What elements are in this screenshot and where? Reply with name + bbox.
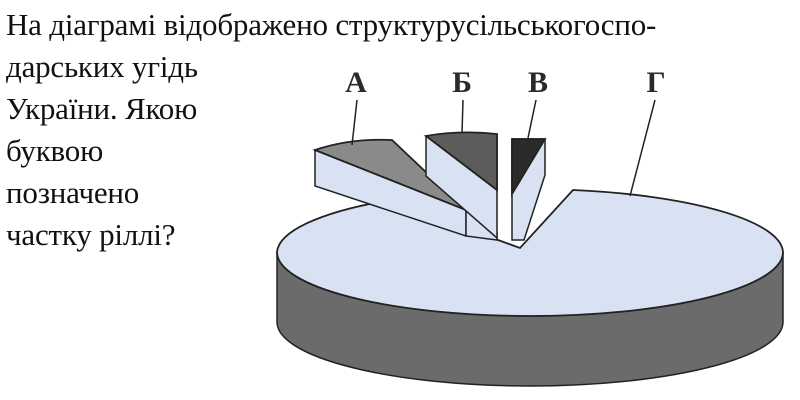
question-line: позначено [6,175,140,210]
slice-label-v: В [528,66,548,99]
leader-line-v [527,99,537,139]
leader-line-g [629,99,656,197]
question-line: На діаграмі відображено структурусільськ… [6,7,657,42]
slice-label-a: А [345,66,367,99]
pie-slice-g [276,189,784,387]
question-line: буквою [6,133,104,168]
question-line: України. Якою [6,91,198,126]
question-text: На діаграмі відображено структурусільськ… [6,4,796,294]
slice-b-top [423,131,498,192]
leader-lines [351,99,656,197]
slice-a-top [312,138,467,211]
slice-v-top [511,138,547,198]
question-line: частку ріллі? [6,217,176,252]
question-line: дарських угідь [6,49,198,84]
slice-label-g: Г [646,66,665,99]
slice-label-b: Б [452,66,472,99]
leader-line-b [461,99,464,134]
pie-slice-b [423,131,498,240]
leader-line-a [351,99,358,146]
pie-slice-v [511,138,547,241]
